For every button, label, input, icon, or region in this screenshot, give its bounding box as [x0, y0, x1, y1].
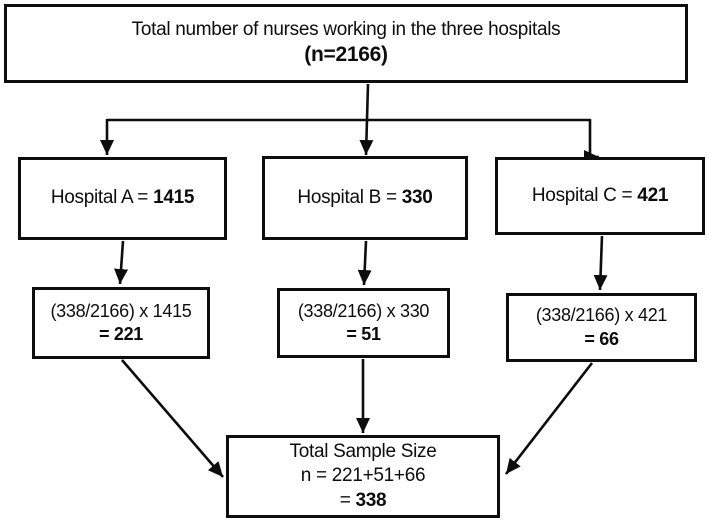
hospital-b-value: 330: [401, 186, 433, 208]
allocation-c-formula: (338/2166) x 421: [535, 305, 668, 326]
hospital-c-line: Hospital C = 421: [531, 184, 669, 208]
allocation-a-formula: (338/2166) x 1415: [50, 300, 192, 321]
allocation-b-result: = 51: [346, 324, 381, 344]
total-sample-equals: =: [339, 489, 351, 511]
hospital-c-value: 421: [637, 184, 669, 206]
hospital-b-label: Hospital B =: [297, 186, 397, 208]
hospital-c-box: Hospital C = 421: [495, 157, 705, 235]
allocation-a-result: = 221: [98, 324, 144, 344]
arrow-hospital-c-to-calc-c: [593, 235, 608, 291]
total-sample-value: 338: [355, 489, 387, 511]
arrow-calc-a-to-total: [121, 359, 224, 478]
arrow-branch-to-hospital-c: [584, 119, 599, 164]
arrow-hospital-b-to-calc-b: [357, 240, 372, 286]
allocation-a-box: (338/2166) x 1415 = 221: [32, 287, 210, 359]
total-sample-title: Total Sample Size: [289, 441, 437, 463]
allocation-c-box: (338/2166) x 421 = 66: [506, 293, 697, 362]
hospital-b-box: Hospital B = 330: [262, 156, 468, 240]
allocation-b-box: (338/2166) x 330 = 51: [277, 288, 450, 358]
total-nurses-box: Total number of nurses working in the th…: [4, 4, 688, 83]
hospital-a-line: Hospital A = 1415: [50, 186, 195, 210]
total-sample-result-line: = 338: [340, 489, 387, 513]
total-sample-sum: n = 221+51+66: [300, 465, 426, 487]
hospital-a-box: Hospital A = 1415: [18, 157, 227, 240]
allocation-c-result: = 66: [584, 328, 619, 349]
total-nurses-text: Total number of nurses working in the th…: [131, 18, 561, 40]
arrow-calc-c-to-total: [504, 362, 594, 475]
arrow-hospital-a-to-calc-a: [114, 240, 129, 285]
total-nurses-count: (n=2166): [304, 43, 388, 67]
hospital-b-line: Hospital B = 330: [297, 186, 432, 210]
allocation-b-formula: (338/2166) x 330: [297, 300, 430, 321]
hospital-a-value: 1415: [153, 187, 195, 209]
total-sample-box: Total Sample Size n = 221+51+66 = 338: [226, 435, 500, 518]
hospital-a-label: Hospital A =: [50, 187, 149, 209]
hospital-c-label: Hospital C =: [531, 184, 633, 206]
